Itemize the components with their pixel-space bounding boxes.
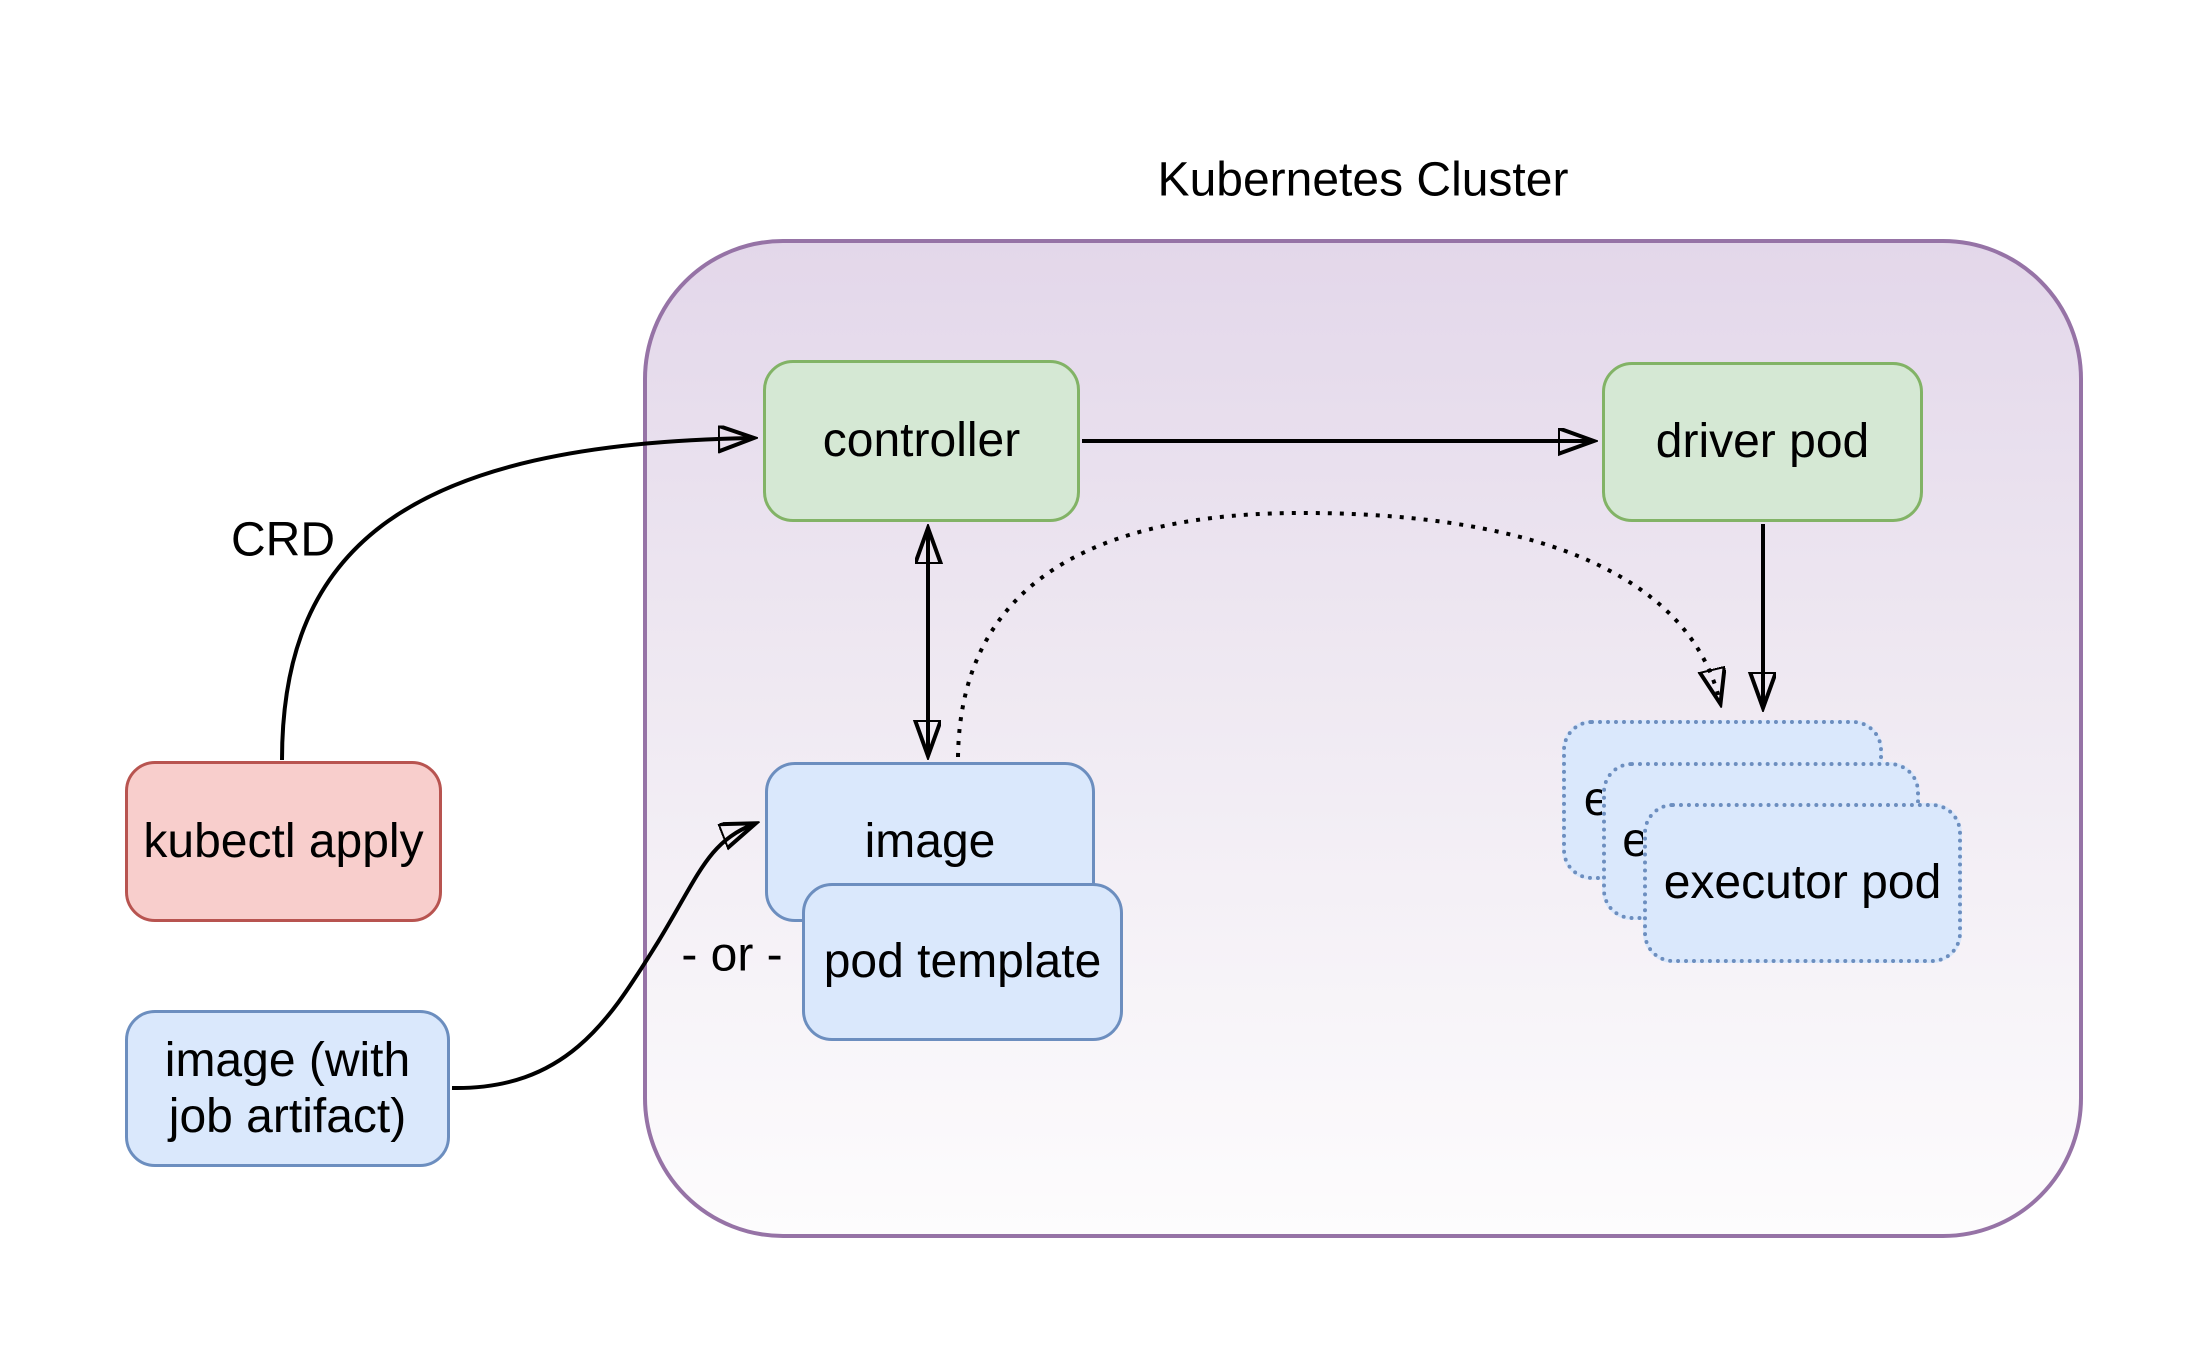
edge-label-or: - or -	[681, 928, 783, 982]
node-label: controller	[822, 414, 1021, 468]
node-label: executor pod	[1663, 856, 1942, 910]
node-pod-template: pod template	[802, 883, 1123, 1041]
cluster-title: Kubernetes Cluster	[1157, 153, 1569, 207]
node-kubectl-apply: kubectl apply	[125, 761, 442, 922]
node-label: image (with job artifact)	[164, 1034, 411, 1143]
node-controller: controller	[763, 360, 1080, 522]
node-label: pod template	[823, 935, 1102, 989]
node-label: kubectl apply	[143, 814, 424, 868]
node-driver-pod: driver pod	[1602, 362, 1923, 522]
node-label: image	[864, 815, 996, 869]
edge-label-crd: CRD	[231, 513, 335, 567]
node-executor-pod-front: executor pod	[1643, 803, 1962, 963]
node-image-with-job-artifact: image (with job artifact)	[125, 1010, 450, 1167]
node-label: driver pod	[1655, 415, 1870, 469]
